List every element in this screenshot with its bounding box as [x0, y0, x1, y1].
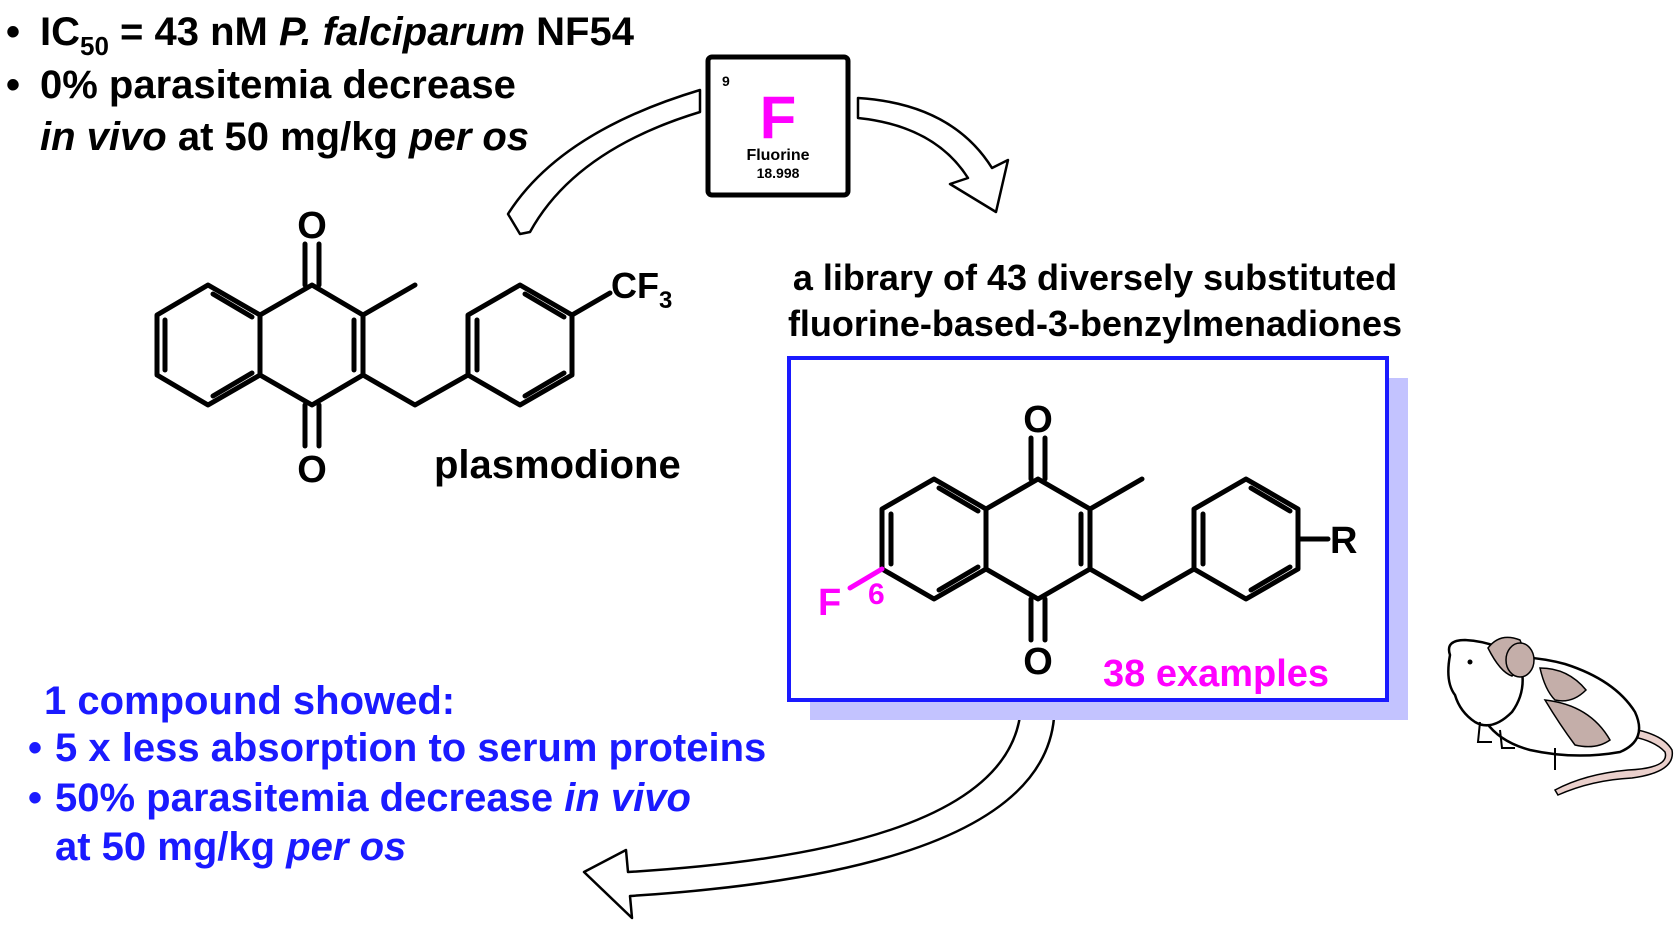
benzo-ring	[154, 282, 263, 408]
library-o-bottom: O	[1023, 641, 1053, 683]
element-symbol: F	[760, 84, 797, 151]
substituted-aryl-ring	[1191, 476, 1301, 602]
library-labels: O O R F 6 38 examples	[818, 399, 1357, 695]
position-number: 6	[868, 578, 885, 611]
library-structure	[879, 435, 1331, 643]
mouse-illustration	[1447, 636, 1673, 796]
arc-arrow-right	[856, 96, 1010, 214]
results-bullet2: 50% parasitemia decrease in vivo	[55, 776, 691, 820]
element-name: Fluorine	[746, 147, 809, 164]
ic50-line: IC50 = 43 nM P. falciparum NF54	[40, 10, 635, 61]
results-heading: 1 compound showed:	[44, 679, 455, 723]
bullet-dot: •	[28, 726, 42, 770]
plasmodione-o-bottom: O	[297, 449, 327, 491]
bullet-dot: •	[6, 63, 20, 107]
fluorine-atom: F	[818, 582, 841, 624]
plasmodione-labels: O O CF3 plasmodione	[297, 205, 680, 491]
bullet-dot: •	[6, 10, 20, 54]
results-text: 1 compound showed: • 5 x less absorption…	[28, 679, 766, 869]
top-notes: • IC50 = 43 nM P. falciparum NF54 • 0% p…	[6, 10, 635, 159]
examples-count: 38 examples	[1103, 653, 1329, 695]
plasmodione-structure	[154, 241, 613, 449]
element-mass: 18.998	[757, 165, 800, 181]
plasmodione-o-top: O	[297, 205, 327, 247]
fluorine-bond	[847, 566, 885, 591]
dose-line: in vivo at 50 mg/kg per os	[40, 115, 529, 159]
library-o-top: O	[1023, 399, 1053, 441]
arc-arrow-left	[506, 88, 702, 236]
bullet-dot: •	[28, 776, 42, 820]
parasitemia-line: 0% parasitemia decrease	[40, 63, 516, 107]
results-bullet2-line2: at 50 mg/kg per os	[55, 825, 406, 869]
library-title-line1: a library of 43 diversely substituted	[793, 257, 1397, 298]
atomic-number: 9	[722, 73, 730, 89]
cf3-group: CF3	[611, 265, 672, 314]
fluorine-element-card: 9 F Fluorine 18.998	[705, 54, 851, 198]
plasmodione-name: plasmodione	[434, 443, 681, 487]
library-title-line2: fluorine-based-3-benzylmenadiones	[788, 303, 1402, 344]
results-bullet1: 5 x less absorption to serum proteins	[55, 726, 766, 770]
r-group: R	[1330, 520, 1357, 562]
arc-arrow-bottom	[582, 714, 1056, 920]
library-title: a library of 43 diversely substituted fl…	[788, 257, 1402, 344]
aryl-ring	[465, 282, 575, 408]
